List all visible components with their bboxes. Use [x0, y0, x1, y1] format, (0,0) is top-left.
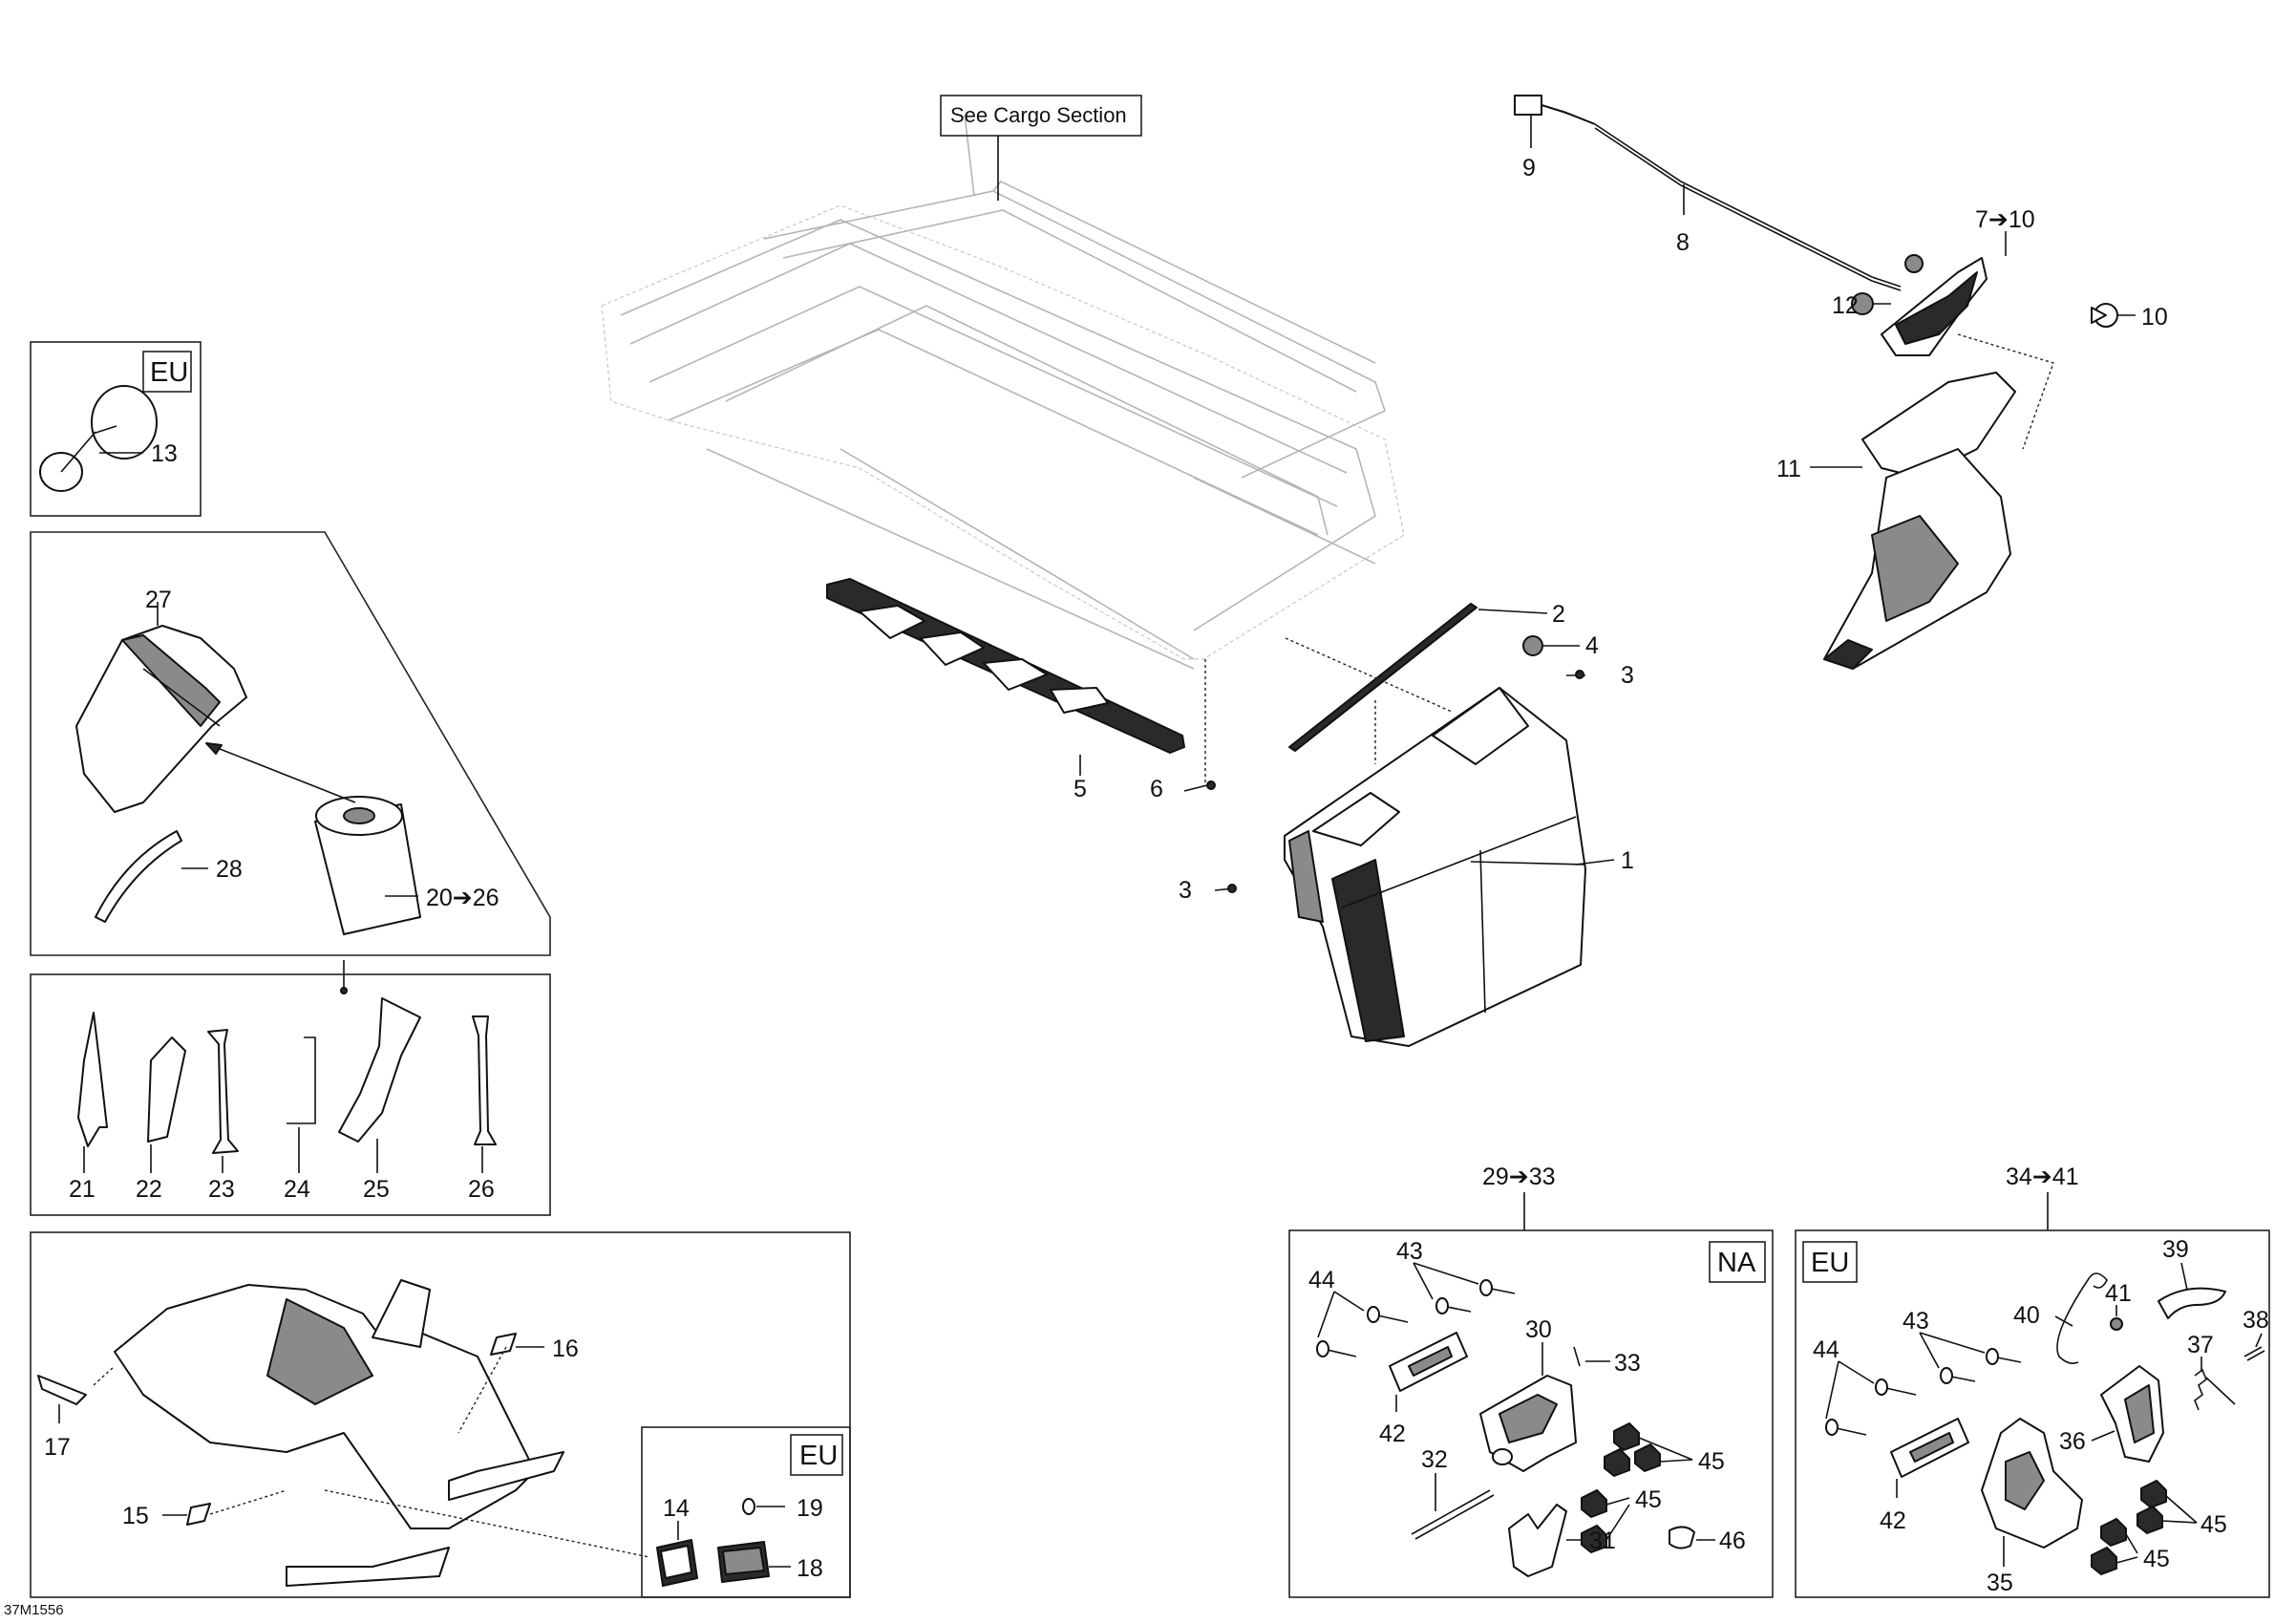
callout-20-26: 20➔26 [426, 885, 500, 911]
wiring-harness-part [1514, 95, 1902, 291]
eu-decal-box: EU [641, 1426, 851, 1598]
callout-32: 32 [1421, 1446, 1448, 1473]
region-tag-eu-1: EU [150, 357, 188, 388]
region-tag-eu-2: EU [799, 1441, 838, 1471]
callout-36: 36 [2059, 1428, 2086, 1455]
callout-40: 40 [2013, 1302, 2040, 1329]
callout-4: 4 [1585, 632, 1599, 659]
callout-22: 22 [136, 1176, 162, 1203]
callout-19: 19 [797, 1495, 823, 1522]
callout-41: 41 [2105, 1280, 2132, 1307]
callout-43-na: 43 [1396, 1238, 1423, 1265]
snowmobile-decal-box [30, 1231, 851, 1598]
cargo-section-note: See Cargo Section [940, 95, 1142, 201]
tail-light-part [1851, 231, 2136, 356]
drawing-code: 37M1556 [4, 1602, 64, 1618]
callout-9: 9 [1522, 155, 1536, 182]
callout-11: 11 [1776, 456, 1801, 482]
callout-27: 27 [145, 587, 172, 613]
callout-45-na-a: 45 [1698, 1448, 1725, 1475]
callout-17: 17 [44, 1434, 71, 1461]
callout-46: 46 [1719, 1528, 1746, 1554]
tools-box [30, 973, 551, 1216]
eu-reflector-box: EU [30, 341, 202, 517]
screw-part [1183, 780, 1216, 792]
callout-37: 37 [2187, 1332, 2214, 1358]
callout-42-na: 42 [1379, 1421, 1406, 1447]
mounting-strip-part [1285, 603, 1585, 764]
cargo-rack-ghost [601, 114, 1405, 670]
callout-5: 5 [1074, 776, 1087, 802]
region-tag-na: NA [1717, 1248, 1756, 1278]
callout-labels: 1 2 3 3 4 5 6 7➔10 8 9 10 11 12 13 14 15… [44, 155, 2269, 1596]
rear-flap-part [1214, 687, 1615, 1047]
callout-30: 30 [1525, 1316, 1552, 1343]
callout-3-lower: 3 [1179, 877, 1192, 904]
callout-38: 38 [2243, 1307, 2269, 1334]
callout-3-upper: 3 [1621, 662, 1634, 689]
callout-12: 12 [1832, 292, 1859, 319]
callout-34-41: 34➔41 [2006, 1164, 2079, 1190]
callout-29-33: 29➔33 [1482, 1164, 1556, 1190]
callout-6: 6 [1150, 776, 1163, 802]
callout-21: 21 [69, 1176, 96, 1203]
callout-39: 39 [2162, 1236, 2189, 1263]
callout-45-eu-b: 45 [2143, 1546, 2170, 1572]
callout-33: 33 [1614, 1350, 1641, 1377]
callout-13: 13 [151, 440, 178, 467]
callout-18: 18 [797, 1555, 823, 1582]
callout-1: 1 [1621, 847, 1634, 874]
callout-23: 23 [208, 1176, 235, 1203]
callout-24: 24 [284, 1176, 310, 1203]
callout-10: 10 [2141, 304, 2168, 331]
callout-7-10: 7➔10 [1975, 206, 2035, 233]
callout-44-na: 44 [1308, 1267, 1335, 1293]
callout-15: 15 [122, 1503, 149, 1529]
na-hitch-box: NA [1288, 1192, 1774, 1598]
callout-28: 28 [216, 856, 243, 883]
callout-16: 16 [552, 1336, 579, 1362]
callout-45-na-b: 45 [1635, 1486, 1662, 1513]
light-housing-part [1810, 333, 2054, 670]
region-tag-eu-3: EU [1811, 1248, 1849, 1278]
eu-hitch-box: EU [1795, 1192, 2270, 1598]
callout-43-eu: 43 [1903, 1308, 1929, 1335]
callout-44-eu: 44 [1813, 1336, 1839, 1363]
callout-8: 8 [1676, 229, 1690, 256]
callout-42-eu: 42 [1880, 1507, 1906, 1534]
callout-2: 2 [1552, 601, 1565, 628]
cargo-section-text: See Cargo Section [950, 103, 1127, 127]
callout-14: 14 [663, 1495, 690, 1522]
callout-25: 25 [363, 1176, 390, 1203]
callout-26: 26 [468, 1176, 495, 1203]
callout-45-eu-a: 45 [2200, 1511, 2227, 1538]
callout-35: 35 [1987, 1570, 2013, 1596]
tool-kit-section [30, 531, 551, 994]
side-panel-part [826, 578, 1206, 783]
callout-31: 31 [1589, 1528, 1616, 1554]
